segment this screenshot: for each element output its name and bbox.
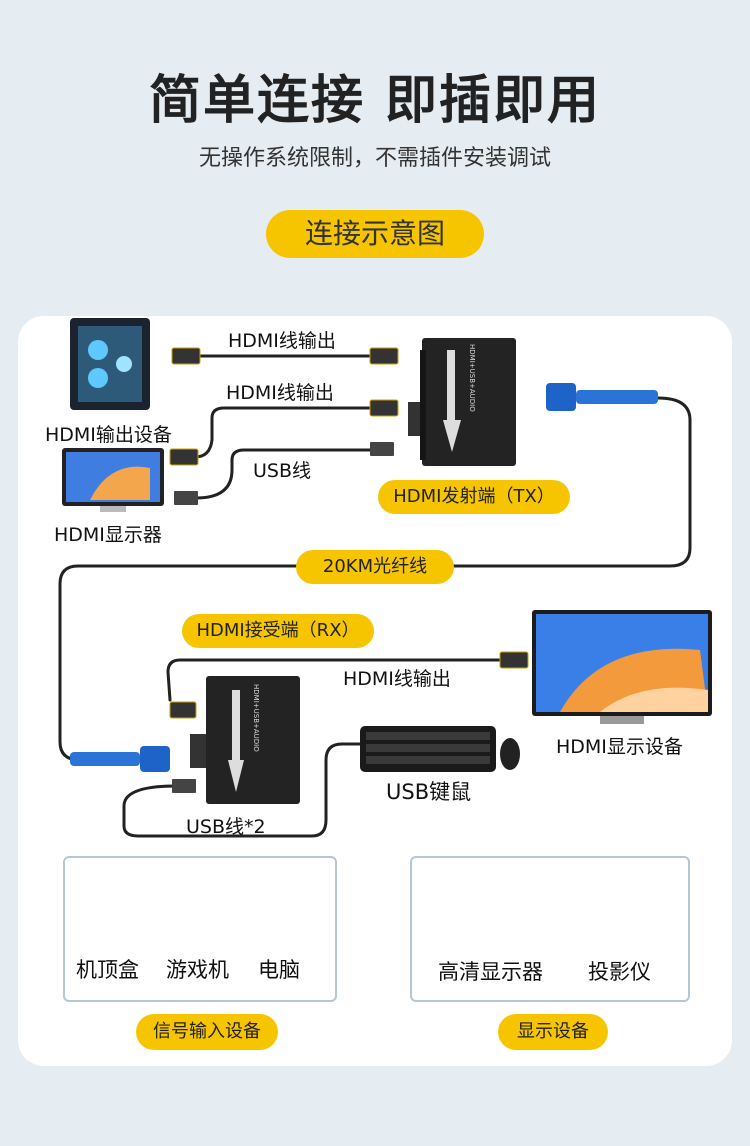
rx-device-icon <box>190 676 300 804</box>
hdmi-monitor-icon <box>62 448 164 512</box>
fiber-connector-bottom <box>70 746 170 772</box>
display-label: HDMI显示设备 <box>556 736 683 758</box>
rx-pill: HDMI接受端（RX） <box>182 614 374 648</box>
usb-connector-1b <box>370 442 394 456</box>
tx-pill: HDMI发射端（TX） <box>378 480 570 514</box>
tx-device-icon <box>408 338 516 466</box>
tx-device-model-text: HDMI+USB+AUDIO <box>468 344 476 412</box>
usb-connector-2 <box>172 779 196 793</box>
hdmi-connector-3a <box>169 701 197 719</box>
hdmi-display-icon <box>532 610 712 724</box>
hdmi-connector-1b <box>369 347 399 365</box>
usb-double-label: USB线*2 <box>186 816 266 838</box>
usb-cable <box>194 448 372 500</box>
usb-cable-label: USB线 <box>253 460 312 482</box>
pc-label: HDMI输出设备 <box>45 424 172 446</box>
output-devices-pill: 显示设备 <box>498 1014 608 1050</box>
section-pill: 连接示意图 <box>266 210 484 258</box>
rx-device-model-text: HDMI+USB+AUDIO <box>252 684 260 752</box>
input-devices-box <box>63 856 337 1002</box>
input-device-label: 电脑 <box>258 958 300 982</box>
hdmi-cable-label-1: HDMI线输出 <box>228 330 336 352</box>
input-device-label: 游戏机 <box>166 958 229 982</box>
hdmi-connector-3b <box>499 651 529 669</box>
pc-tower-icon <box>70 318 150 410</box>
fiber-connector-top <box>546 383 658 411</box>
output-device-label: 投影仪 <box>588 960 651 984</box>
hdmi-connector-1a <box>171 347 201 365</box>
hdmi-cable-label-2: HDMI线输出 <box>226 382 334 404</box>
keyboard-mouse-label: USB键鼠 <box>386 780 472 804</box>
page-subtitle: 无操作系统限制，不需插件安装调试 <box>198 146 551 171</box>
hdmi-connector-2a <box>169 448 199 466</box>
mouse-icon <box>500 738 520 770</box>
output-device-label: 高清显示器 <box>438 960 543 984</box>
hdmi-cable-2 <box>193 406 372 459</box>
hdmi-connector-2b <box>369 399 399 417</box>
input-device-label: 机顶盒 <box>76 958 139 982</box>
page-title: 简单连接 即插即用 <box>148 71 602 131</box>
keyboard-icon <box>360 726 496 772</box>
monitor-label: HDMI显示器 <box>54 524 162 546</box>
usb-cable-double <box>122 742 364 838</box>
hdmi-cable-3 <box>166 658 502 702</box>
fiber-pill: 20KM光纤线 <box>296 550 454 584</box>
hdmi-cable-label-3: HDMI线输出 <box>343 668 451 690</box>
output-devices-box <box>410 856 690 1002</box>
usb-connector-1a <box>174 491 198 505</box>
input-devices-pill: 信号输入设备 <box>136 1014 278 1050</box>
